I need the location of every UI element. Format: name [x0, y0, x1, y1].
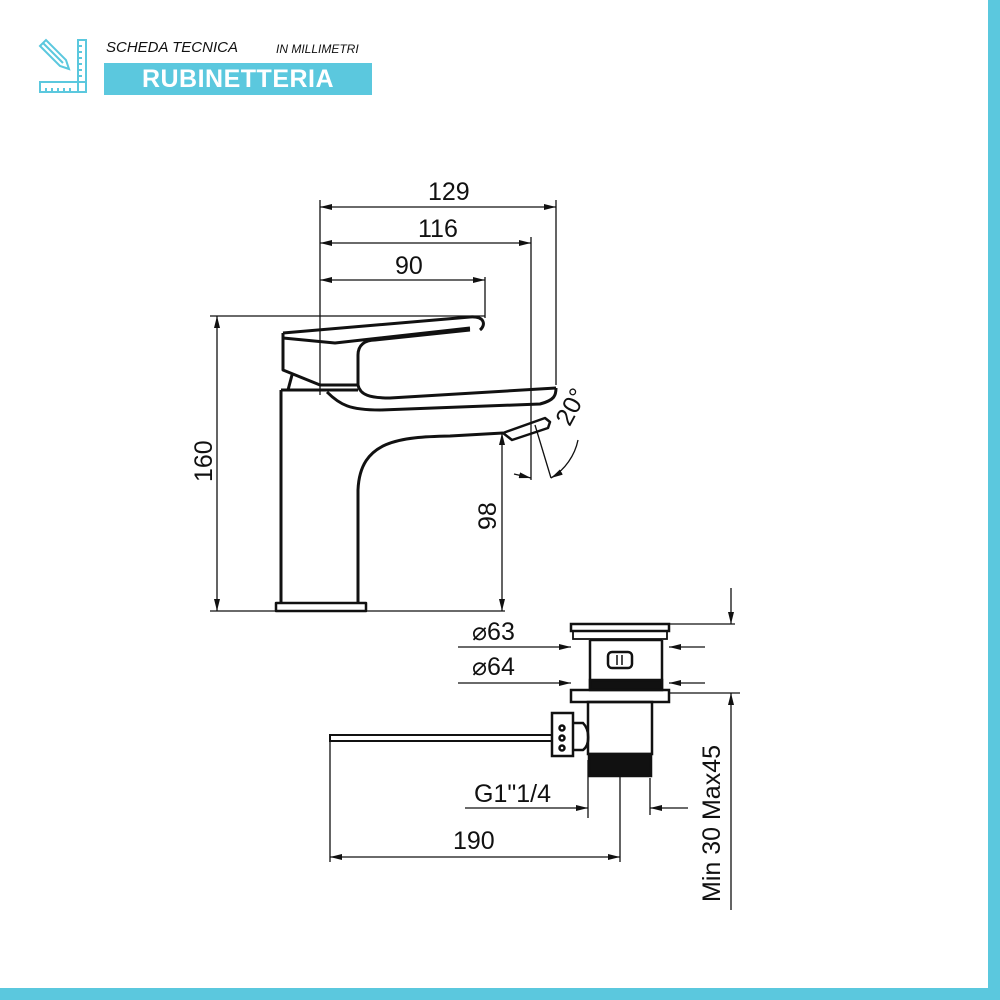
unit-note: IN MILLIMETRI [276, 42, 359, 56]
faucet-outline [274, 315, 558, 613]
waste-dimension-lines [329, 588, 740, 910]
sheet-title: SCHEDA TECNICA [106, 39, 238, 56]
dim-flange-diameter-64: ⌀64 [472, 653, 515, 681]
category-label: RUBINETTERIA [141, 65, 335, 93]
pop-up-waste [329, 622, 671, 778]
dim-spout-height: 98 [474, 502, 502, 530]
faucet-dimension-lines [210, 200, 579, 612]
dim-total-height: 160 [190, 440, 218, 482]
dim-rod-length: 190 [453, 827, 495, 855]
dim-thickness-range: Min 30 Max45 [698, 744, 726, 902]
ruler-pencil-icon [38, 38, 87, 93]
dim-thread-size: G1"1/4 [474, 780, 551, 808]
dim-overall-depth: 129 [428, 178, 470, 206]
accent-border-right [988, 0, 1000, 1000]
dim-spout-reach: 116 [418, 215, 458, 243]
dim-lever-reach: 90 [395, 252, 423, 280]
category-banner: RUBINETTERIA [104, 63, 372, 95]
accent-border-bottom [0, 988, 1000, 1000]
dim-flange-diameter-63: ⌀63 [472, 618, 515, 646]
